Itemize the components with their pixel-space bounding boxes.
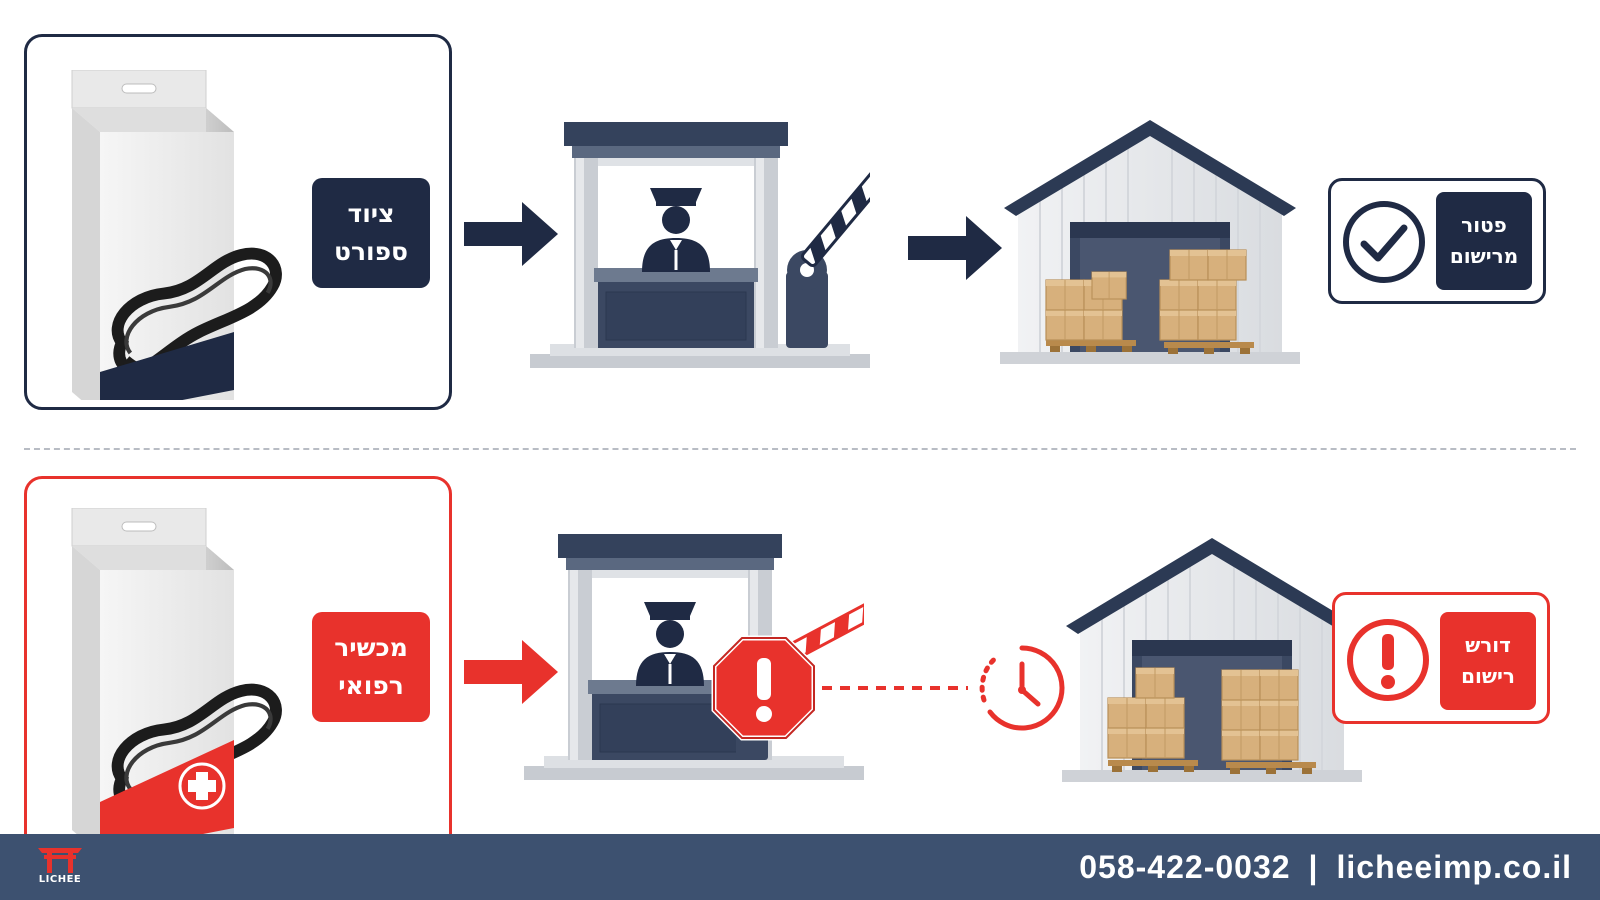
website-link[interactable]: licheeimp.co.il: [1336, 849, 1572, 885]
top-arrow-right-icon-2: [908, 216, 1002, 280]
footer-bar: [0, 834, 1600, 900]
sports-equipment-label-line1: ציוד: [347, 199, 395, 228]
exempt-from-registration-label: פטור מרישום: [1436, 192, 1532, 290]
sports-equipment-label: ציוד ספורט: [312, 178, 430, 288]
medical-product-box-image: [71, 508, 324, 838]
top-arrow-right-icon-1: [464, 202, 558, 266]
top-customs-booth-image: [530, 122, 870, 369]
contact-info: 058-422-0032 | licheeimp.co.il: [1079, 846, 1572, 888]
medical-device-label-line1: מכשיר: [334, 633, 408, 662]
medical-cross-icon: [178, 762, 226, 810]
exempt-label-line2: מרישום: [1449, 244, 1519, 268]
exempt-label-line1: פטור: [1461, 213, 1507, 237]
delay-dotted-line: [822, 686, 968, 690]
lichee-logo: LICHEE: [30, 842, 90, 892]
requires-label-line2: רישום: [1461, 664, 1515, 688]
lichee-gate-logo-icon: [38, 848, 82, 873]
contact-separator: |: [1308, 849, 1319, 885]
brand-name: LICHEE: [38, 874, 82, 885]
medical-device-label-line2: רפואי: [338, 671, 404, 700]
clock-icon: [979, 645, 1065, 731]
requires-label-line1: דורש: [1465, 633, 1511, 657]
sports-equipment-label-line2: ספורט: [333, 237, 409, 266]
row-divider: [24, 448, 1576, 450]
requires-registration-label: דורש רישום: [1440, 612, 1536, 710]
phone-number[interactable]: 058-422-0032: [1079, 849, 1291, 885]
top-warehouse-image: [1000, 120, 1300, 365]
medical-device-label: מכשיר רפואי: [312, 612, 430, 722]
check-circle-icon: [1343, 201, 1425, 283]
bottom-warehouse-image: [1062, 538, 1362, 783]
exclamation-circle-icon: [1347, 619, 1429, 701]
sports-product-box-image: [71, 70, 324, 400]
bottom-arrow-right-icon: [464, 640, 558, 704]
stop-sign-icon: [711, 635, 817, 741]
barrier-gate-open-icon: [786, 122, 870, 348]
